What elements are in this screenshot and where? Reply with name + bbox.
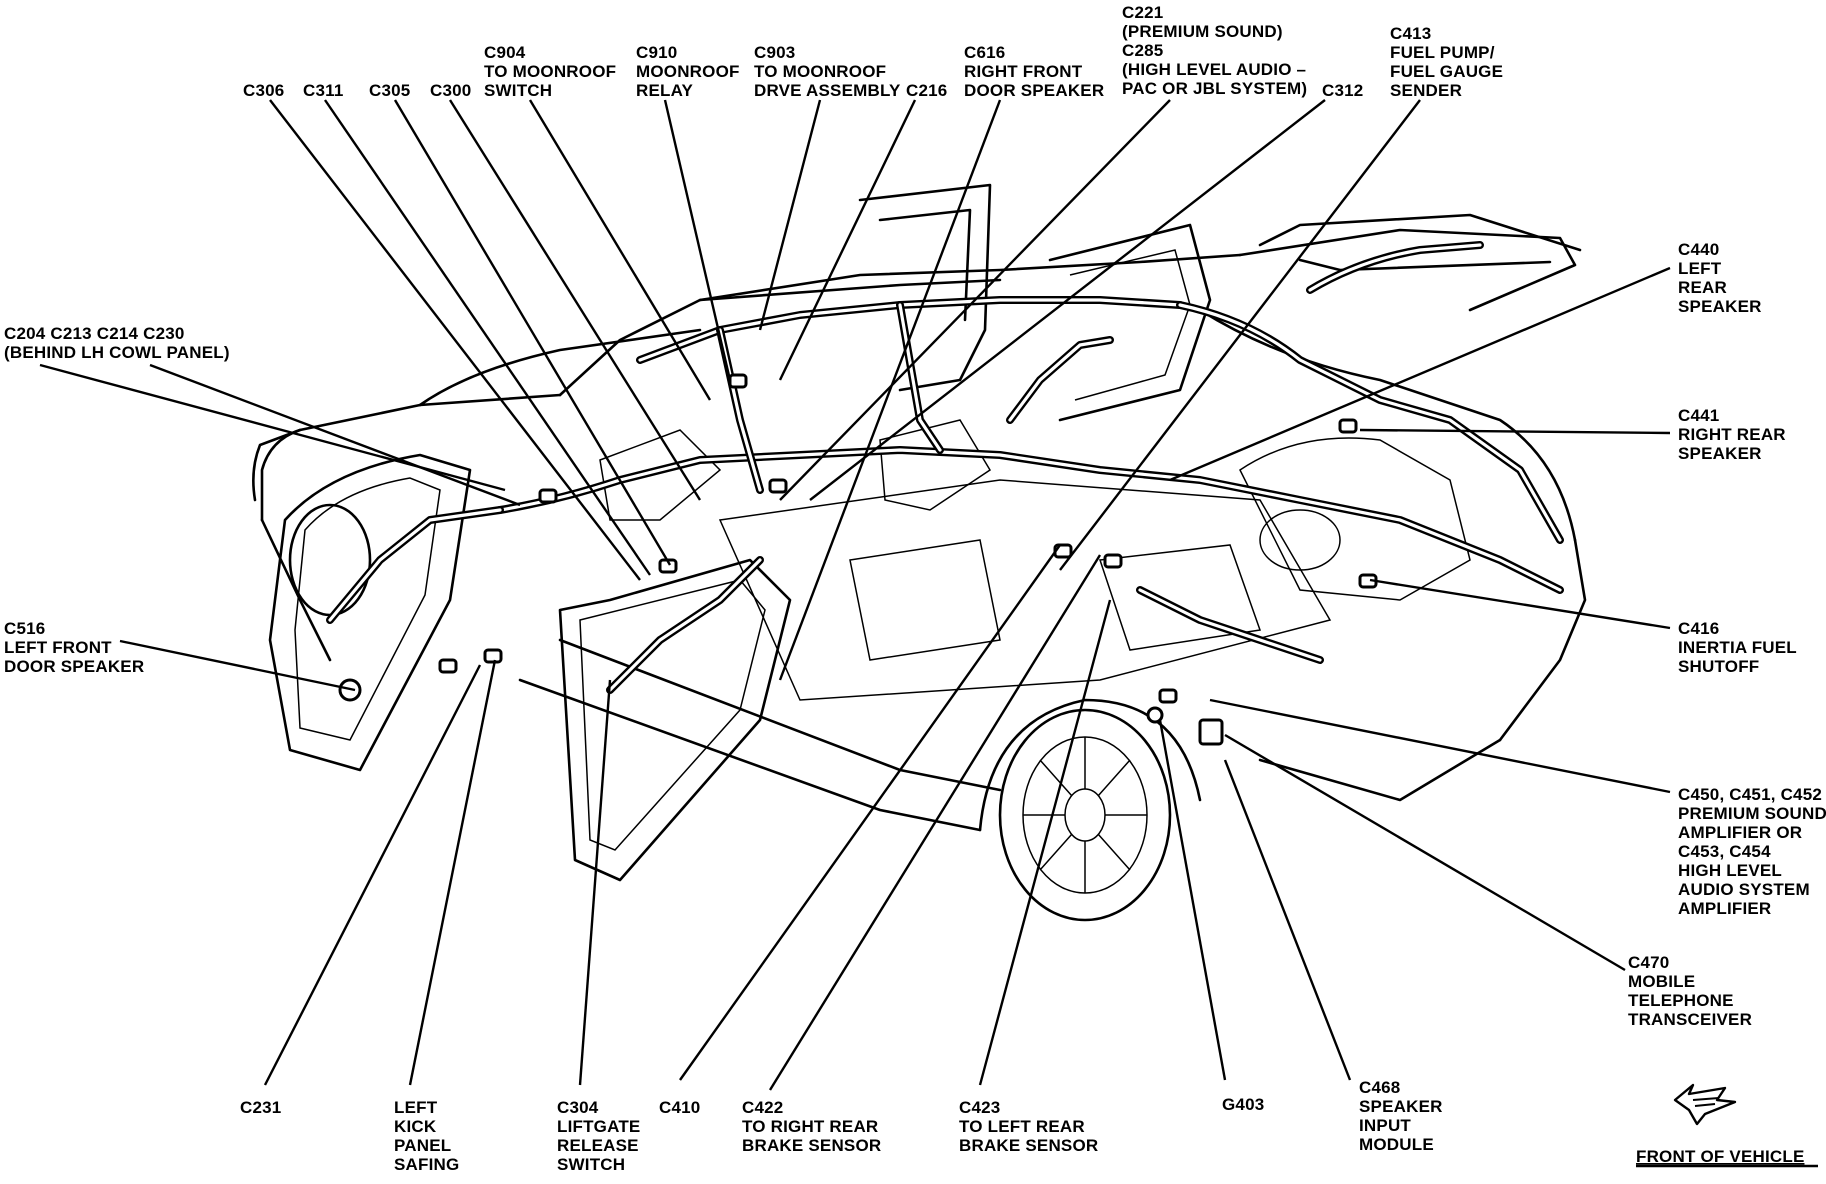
label-c422: C422 TO RIGHT REAR BRAKE SENSOR [742,1098,883,1155]
vehicle-body-outline [252,183,1587,922]
label-c910: C910 MOONROOF RELAY [636,43,745,100]
label-c423: C423 TO LEFT REAR BRAKE SENSOR [959,1098,1098,1155]
label-kick-panel-sensor: LEFT KICK PANEL SAFING [394,1098,459,1174]
label-c221: C221 (PREMIUM SOUND) C285 (HIGH LEVEL AU… [1122,3,1311,98]
label-c306: C306 [243,81,284,100]
label-g403: G403 [1222,1095,1264,1114]
label-c300: C300 [430,81,471,100]
label-c304: C304 LIFTGATE RELEASE SWITCH [557,1098,645,1174]
label-c231: C231 [240,1098,281,1117]
label-c616: C616 RIGHT FRONT DOOR SPEAKER [964,43,1104,100]
label-c450-group: C450, C451, C452 PREMIUM SOUND AMPLIFIER… [1678,785,1826,918]
label-c312: C312 [1322,81,1363,100]
connector-labels: C306 C311 C305 C300 C904 TO MOONROOF SWI… [4,3,1826,1174]
label-c204-group: C204 C213 C214 C230 (BEHIND LH COWL PANE… [4,324,230,362]
label-c441: C441 RIGHT REAR SPEAKER [1678,406,1791,463]
label-c516: C516 LEFT FRONT DOOR SPEAKER [4,619,144,676]
label-c440: C440 LEFT REAR SPEAKER [1678,240,1762,316]
label-c468: C468 SPEAKER INPUT MODULE [1359,1078,1448,1154]
label-c311: C311 [303,81,344,100]
wiring-harness [326,241,1564,746]
label-c216: C216 [906,81,947,100]
label-c470: C470 MOBILE TELEPHONE TRANSCEIVER [1628,953,1752,1029]
label-c410: C410 [659,1098,700,1117]
label-c904: C904 TO MOONROOF SWITCH [484,43,621,100]
label-c416: C416 INERTIA FUEL SHUTOFF [1678,619,1802,676]
leader-lines [39,99,1671,1091]
label-c305: C305 [369,81,410,100]
front-direction-arrow-icon [1673,1083,1737,1126]
front-of-vehicle-label: FRONT OF VEHICLE [1636,1147,1804,1166]
label-c413: C413 FUEL PUMP/ FUEL GAUGE SENDER [1390,24,1508,100]
label-c903: C903 TO MOONROOF DRVE ASSEMBLY [754,43,901,100]
